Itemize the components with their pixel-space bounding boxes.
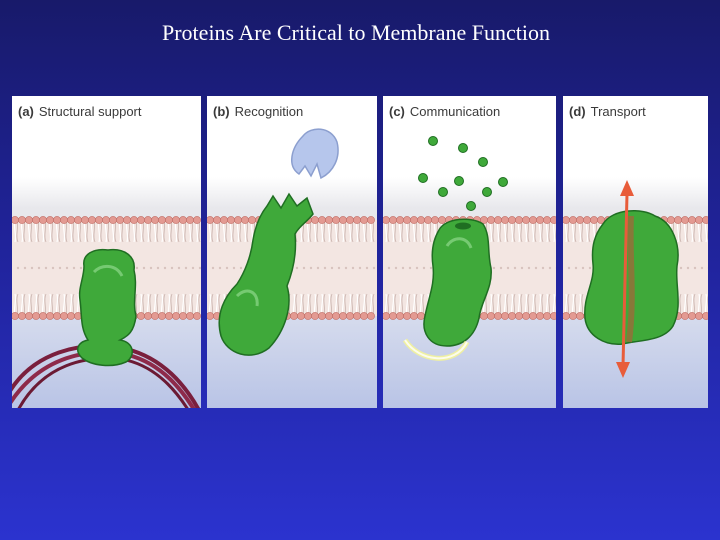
lipid-core <box>415 266 419 270</box>
lipid-core <box>23 266 27 270</box>
lipid-core <box>351 266 355 270</box>
lipid-core <box>365 266 369 270</box>
lipid-core <box>567 266 571 270</box>
lipid-core <box>309 266 313 270</box>
lipid-core <box>218 266 222 270</box>
lipid-core <box>401 266 405 270</box>
lipid-core <box>16 266 20 270</box>
lipid-core <box>527 266 531 270</box>
lipid-core <box>358 266 362 270</box>
recognition-protein <box>218 192 314 356</box>
lipid-core <box>499 266 503 270</box>
lipid-head <box>193 312 201 320</box>
lipid-core <box>408 266 412 270</box>
transport-arrow <box>621 193 629 367</box>
lipid-core <box>316 266 320 270</box>
lipid-core <box>679 266 683 270</box>
lipid-core <box>520 266 524 270</box>
lipid-head <box>702 216 708 224</box>
lipid-head <box>702 312 708 320</box>
panel-recognition: (b)Recognition <box>207 96 377 408</box>
lipid-core <box>225 266 229 270</box>
lipid-core <box>30 266 34 270</box>
lipid-core <box>191 266 195 270</box>
panel-communication: (c)Communication <box>383 96 556 408</box>
lipid-core <box>492 266 496 270</box>
lipid-core <box>232 266 236 270</box>
lipid-core <box>184 266 188 270</box>
lipid-core <box>422 266 426 270</box>
panel-d-illustration <box>584 180 679 378</box>
lipid-head <box>367 312 375 320</box>
lipid-core <box>337 266 341 270</box>
lipid-core <box>344 266 348 270</box>
lipid-core <box>541 266 545 270</box>
lipid-core <box>163 266 167 270</box>
lipid-core <box>295 266 299 270</box>
lipid-core <box>211 266 215 270</box>
lipid-core <box>37 266 41 270</box>
lipid-core <box>198 266 201 270</box>
panel-label-d: (d)Transport <box>569 104 646 119</box>
lipid-core <box>79 266 83 270</box>
lipid-core <box>581 266 585 270</box>
lipid-core <box>156 266 160 270</box>
lipid-core <box>700 266 704 270</box>
lipid-core <box>506 266 510 270</box>
lipid-core <box>548 266 552 270</box>
lipid-core <box>588 266 592 270</box>
lipid-core <box>534 266 538 270</box>
lipid-core <box>574 266 578 270</box>
lipid-head <box>550 216 556 224</box>
lipid-core <box>387 266 391 270</box>
recognized-molecule <box>291 128 339 180</box>
panel-label-c: (c)Communication <box>389 104 501 119</box>
lipid-core <box>72 266 76 270</box>
lipid-head <box>550 312 556 320</box>
panel-structural-support: (a)Structural support <box>12 96 201 408</box>
lipid-core <box>239 266 243 270</box>
receptor-protein <box>423 218 492 347</box>
lipid-core <box>693 266 697 270</box>
lipid-core <box>513 266 517 270</box>
signal-molecules <box>418 136 508 211</box>
lipid-core <box>372 266 376 270</box>
lipid-core <box>149 266 153 270</box>
lipid-core <box>142 266 146 270</box>
slide-title: Proteins Are Critical to Membrane Functi… <box>162 20 550 45</box>
lipid-head <box>367 216 375 224</box>
panel-a-illustration <box>12 248 201 408</box>
lipid-core <box>394 266 398 270</box>
panel-b-illustration <box>218 128 339 356</box>
lipid-core <box>135 266 139 270</box>
lipid-core <box>177 266 181 270</box>
lipid-head <box>193 216 201 224</box>
panel-label-b: (b)Recognition <box>213 104 304 119</box>
lipid-core <box>65 266 69 270</box>
lipid-core <box>323 266 327 270</box>
lipid-core <box>58 266 62 270</box>
lipid-core <box>330 266 334 270</box>
structural-protein <box>77 248 137 367</box>
lipid-core <box>44 266 48 270</box>
lipid-core <box>686 266 690 270</box>
panel-transport: (d)Transport <box>563 96 708 408</box>
panel-c-illustration <box>402 136 508 361</box>
lipid-core <box>302 266 306 270</box>
panel-label-a: (a)Structural support <box>18 104 142 119</box>
lipid-core <box>170 266 174 270</box>
lipid-core <box>429 266 433 270</box>
lipid-core <box>51 266 55 270</box>
